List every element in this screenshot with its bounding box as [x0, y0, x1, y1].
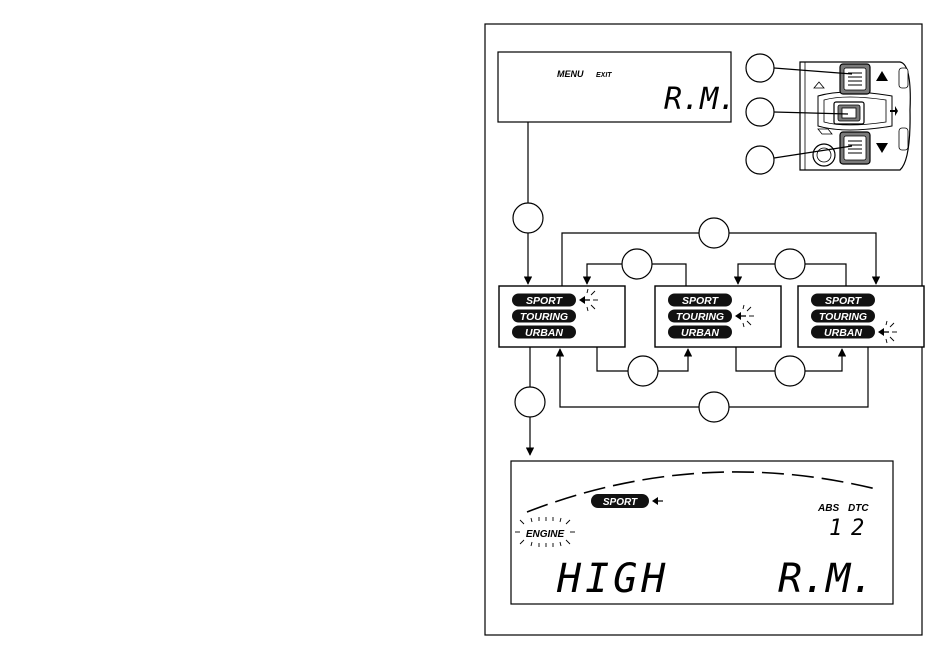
mode-box-2: SPORT TOURING URBAN	[655, 286, 781, 347]
exit-label: EXIT	[596, 72, 612, 79]
callout-circle	[746, 98, 774, 126]
sport-mode-indicator: SPORT	[591, 494, 663, 508]
abs-value: 1	[829, 516, 842, 541]
mode-option-label: URBAN	[824, 327, 862, 339]
switch-cluster	[746, 54, 910, 174]
mode-box-3: SPORT TOURING URBAN	[798, 286, 924, 347]
top-display: MENU EXIT R.M.	[498, 52, 736, 122]
callout-circle	[515, 387, 545, 417]
menu-label: MENU	[557, 69, 584, 79]
up-button[interactable]	[840, 64, 870, 94]
mode-option-touring[interactable]: TOURING	[668, 310, 732, 324]
mode-option-label: URBAN	[681, 327, 719, 339]
dtc-value: 2	[851, 516, 864, 541]
mode-option-label: URBAN	[525, 327, 563, 339]
bottom-display: SPORT ENGINE ABS DTC 1 2 HIGH R	[511, 461, 893, 604]
mode-option-touring[interactable]: TOURING	[811, 310, 875, 324]
mode-option-label: SPORT	[682, 295, 720, 307]
mode-option-sport[interactable]: SPORT	[668, 294, 732, 308]
callout-circle	[775, 249, 805, 279]
mode-boxes: SPORT TOURING URBAN SPORT TOURING URBAN SPORT T…	[499, 286, 924, 347]
abs-label: ABS	[817, 503, 839, 514]
callout-circle	[775, 356, 805, 386]
mode-label: SPORT	[603, 497, 638, 508]
callout-circle	[699, 392, 729, 422]
callout-circle	[628, 356, 658, 386]
mode-option-urban[interactable]: URBAN	[512, 326, 576, 340]
engine-label: ENGINE	[526, 529, 565, 540]
engine-indicator: ENGINE	[515, 517, 575, 547]
mode-option-sport[interactable]: SPORT	[512, 294, 576, 308]
callout-circle	[746, 146, 774, 174]
engine-map-value: HIGH	[556, 556, 669, 602]
callout-circle	[699, 218, 729, 248]
callout-circle	[746, 54, 774, 82]
confirm-button[interactable]	[834, 102, 864, 124]
top-display-value: R.M.	[664, 82, 736, 117]
mode-option-label: SPORT	[825, 295, 863, 307]
down-button[interactable]	[840, 132, 870, 164]
mode-option-urban[interactable]: URBAN	[668, 326, 732, 340]
mode-option-touring[interactable]: TOURING	[512, 310, 576, 324]
mode-option-label: TOURING	[676, 311, 724, 323]
mode-option-label: TOURING	[819, 311, 867, 323]
mode-option-label: TOURING	[520, 311, 568, 323]
mode-option-sport[interactable]: SPORT	[811, 294, 875, 308]
bottom-display-value: R.M.	[778, 556, 874, 602]
mode-option-label: SPORT	[526, 295, 564, 307]
mode-box-1: SPORT TOURING URBAN	[499, 286, 625, 347]
mode-option-urban[interactable]: URBAN	[811, 326, 875, 340]
callout-circle	[513, 203, 543, 233]
dtc-label: DTC	[848, 503, 869, 514]
callout-circle	[622, 249, 652, 279]
